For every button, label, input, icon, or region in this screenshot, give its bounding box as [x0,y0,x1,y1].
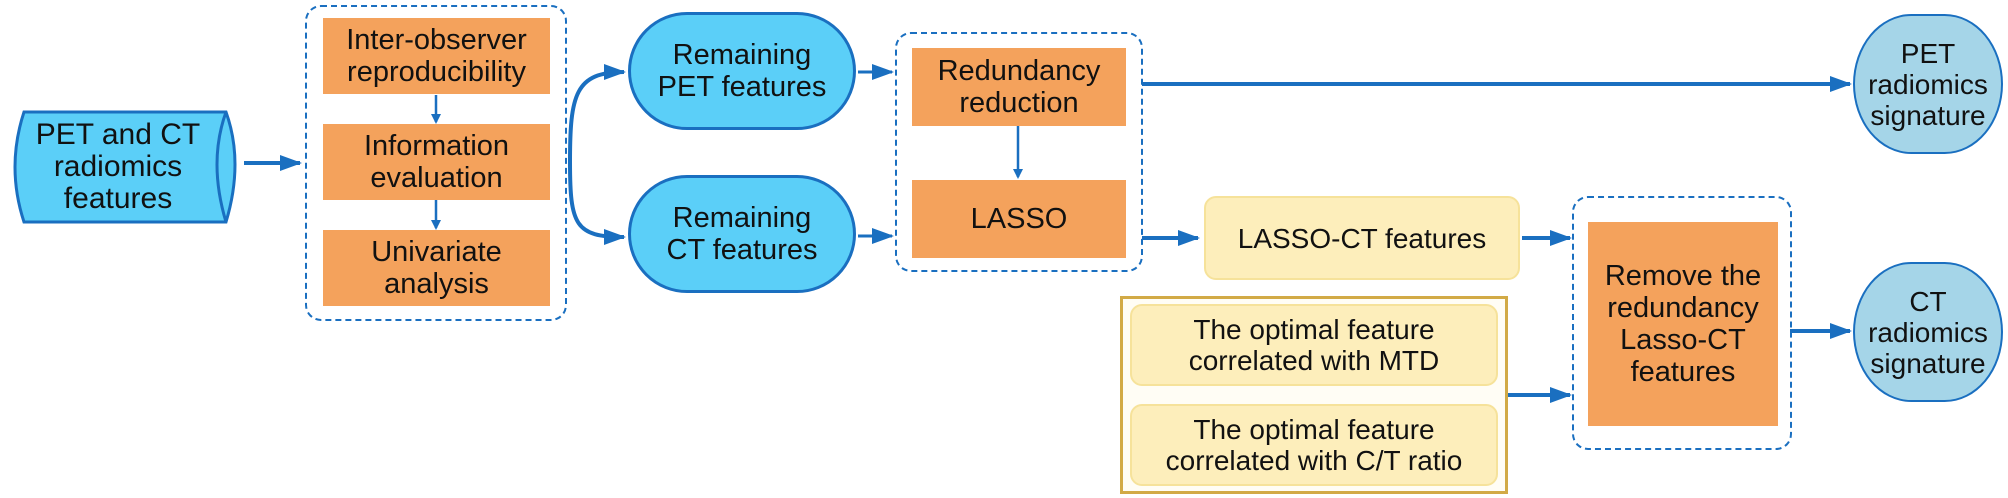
remove-redundancy-box: Remove the redundancy Lasso-CT features [1588,222,1778,426]
remove-redundancy-frame [1572,196,1792,450]
remaining-ct-features: Remaining CT features [628,175,856,293]
lasso-box: LASSO [912,180,1126,258]
arrow-filter-to-remaining-ct [568,161,626,245]
redundancy-reduction-box: Redundancy reduction [912,48,1126,126]
remaining-pet-features: Remaining PET features [628,12,856,130]
pet-radiomics-signature: PET radiomics signature [1853,14,2003,154]
information-evaluation-box: Information evaluation [323,124,550,200]
lasso-ct-features-box: LASSO-CT features [1204,196,1520,280]
univariate-analysis-box: Univariate analysis [323,230,550,306]
input-database-cylinder [13,110,237,224]
ct-radiomics-signature: CT radiomics signature [1853,262,2003,402]
selection-group-frame [895,32,1143,272]
arrow-filter-to-remaining-pet [568,64,626,163]
optimal-feature-ct-ratio-box: The optimal feature correlated with C/T … [1130,404,1498,486]
optimal-feature-mtd-box: The optimal feature correlated with MTD [1130,304,1498,386]
input-features-label: PET and CT radiomics features [35,118,201,215]
inter-observer-box: Inter-observer reproducibility [323,18,550,94]
filtering-group-frame [305,5,567,321]
